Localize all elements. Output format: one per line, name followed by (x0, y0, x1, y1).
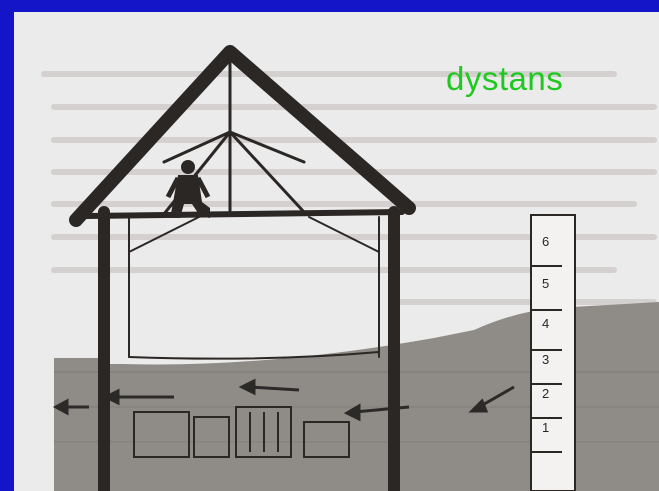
gauge-tick-1: 1 (542, 420, 549, 435)
depth-gauge (531, 215, 575, 491)
person-icon (168, 160, 210, 218)
gauge-tick-3: 3 (542, 352, 549, 367)
gauge-tick-5: 5 (542, 276, 549, 291)
gauge-tick-6: 6 (542, 234, 549, 249)
gauge-tick-2: 2 (542, 386, 549, 401)
gauge-tick-4: 4 (542, 316, 549, 331)
slide-label: dystans (446, 60, 563, 98)
